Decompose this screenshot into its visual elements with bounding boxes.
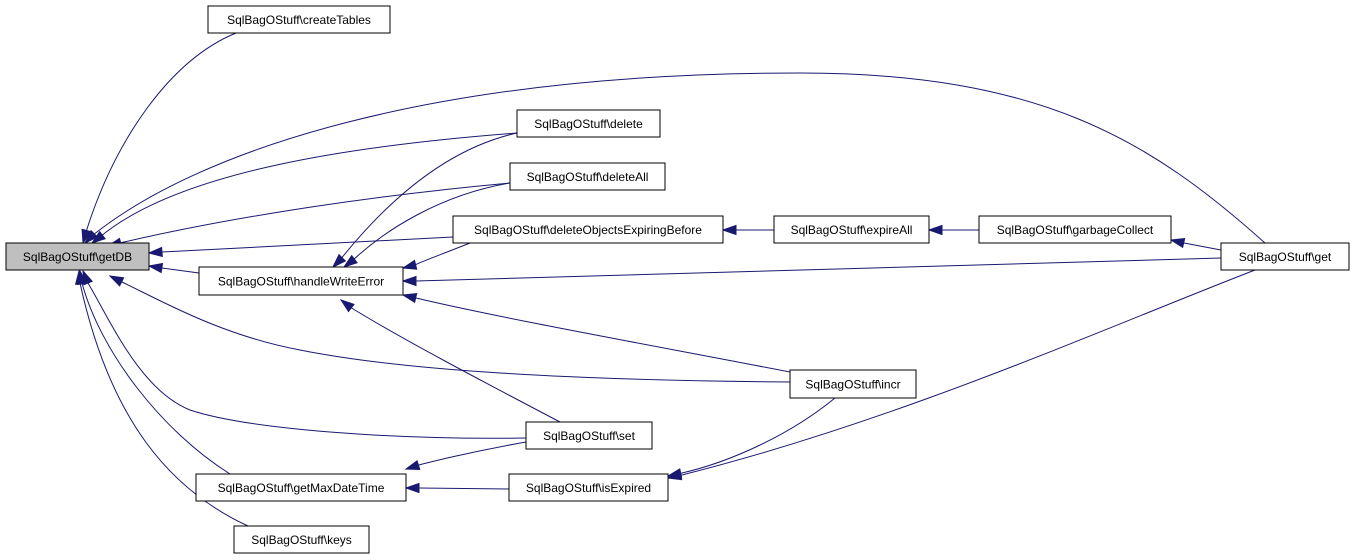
- edge-line: [1183, 242, 1222, 251]
- node-deleteAll[interactable]: SqlBagOStuff\deleteAll: [509, 162, 666, 191]
- node-handleWriteError[interactable]: SqlBagOStuff\handleWriteError: [198, 266, 404, 296]
- node-incr[interactable]: SqlBagOStuff\incr: [789, 369, 917, 399]
- arrow-head-icon: [404, 460, 421, 471]
- edge-line: [681, 269, 1256, 476]
- arrow-head-icon: [401, 259, 418, 270]
- edge-line: [161, 236, 454, 253]
- arrow-head-icon: [401, 292, 418, 304]
- node-set[interactable]: SqlBagOStuff\set: [525, 421, 653, 450]
- edge-get-to-isExpired: [666, 269, 1256, 481]
- node-label-isExpired: SqlBagOStuff\isExpired: [526, 481, 651, 495]
- arrow-head-icon: [81, 228, 92, 245]
- node-label-incr: SqlBagOStuff\incr: [805, 378, 900, 392]
- edge-get-to-handleWriteError: [401, 257, 1222, 287]
- node-createTables[interactable]: SqlBagOStuff\createTables: [207, 5, 391, 34]
- arrow-head-icon: [721, 224, 737, 236]
- node-garbageCollect[interactable]: SqlBagOStuff\garbageCollect: [978, 215, 1172, 244]
- edge-delete-to-handleWriteError: [331, 132, 518, 269]
- node-label-set: SqlBagOStuff\set: [543, 429, 636, 443]
- node-isExpired[interactable]: SqlBagOStuff\isExpired: [508, 473, 669, 502]
- edge-line: [349, 306, 561, 423]
- arrow-head-icon: [83, 229, 99, 245]
- edge-line: [85, 32, 237, 233]
- node-label-deleteAll: SqlBagOStuff\deleteAll: [527, 170, 649, 184]
- edge-line: [161, 267, 200, 274]
- edge-createTables-to-getDB: [81, 32, 237, 245]
- edge-line: [81, 282, 231, 475]
- arrow-head-icon: [331, 253, 347, 269]
- edge-line: [414, 242, 471, 266]
- arrow-head-icon: [108, 275, 125, 287]
- arrow-head-icon: [342, 254, 358, 268]
- node-expireAll[interactable]: SqlBagOStuff\expireAll: [773, 215, 930, 244]
- edge-incr-to-isExpired: [666, 397, 836, 479]
- node-delete[interactable]: SqlBagOStuff\delete: [516, 109, 661, 138]
- edge-line: [351, 182, 511, 262]
- edge-line: [681, 397, 836, 474]
- arrow-head-icon: [404, 482, 420, 494]
- node-label-expireAll: SqlBagOStuff\expireAll: [791, 223, 913, 237]
- edge-deleteAll-to-handleWriteError: [342, 182, 511, 268]
- arrow-head-icon: [666, 470, 683, 481]
- arrow-head-icon: [90, 230, 106, 244]
- node-label-getDB: SqlBagOStuff\getDB: [23, 250, 132, 264]
- node-label-delete: SqlBagOStuff\delete: [534, 117, 643, 131]
- node-getDB[interactable]: SqlBagOStuff\getDB: [5, 242, 150, 271]
- edge-garbageCollect-to-expireAll: [927, 224, 979, 236]
- edge-line: [121, 281, 791, 383]
- edge-incr-to-getDB: [108, 275, 791, 383]
- node-label-keys: SqlBagOStuff\keys: [251, 533, 352, 547]
- node-keys[interactable]: SqlBagOStuff\keys: [233, 525, 370, 554]
- node-label-handleWriteError: SqlBagOStuff\handleWriteError: [218, 275, 384, 289]
- arrow-head-icon: [927, 224, 943, 236]
- arrow-head-icon: [74, 269, 86, 285]
- arrow-head-icon: [339, 299, 355, 313]
- edge-line: [339, 132, 518, 261]
- edge-isExpired-to-getMaxDateTime: [404, 482, 510, 494]
- edge-line: [415, 297, 791, 373]
- node-label-garbageCollect: SqlBagOStuff\garbageCollect: [997, 223, 1154, 237]
- node-label-deleteObjectsExpiringBefore: SqlBagOStuff\deleteObjectsExpiringBefore: [474, 223, 702, 237]
- edge-handleWriteError-to-getDB: [147, 262, 200, 274]
- edge-expireAll-to-deleteObjectsExpiringBefore: [721, 224, 774, 236]
- edge-line: [418, 441, 527, 466]
- edges-layer: [74, 32, 1266, 527]
- edge-line: [92, 72, 1266, 244]
- edge-line: [415, 257, 1222, 282]
- node-label-createTables: SqlBagOStuff\createTables: [227, 13, 371, 27]
- edge-set-to-handleWriteError: [339, 299, 561, 423]
- node-get[interactable]: SqlBagOStuff\get: [1220, 242, 1350, 271]
- arrow-head-icon: [147, 262, 164, 274]
- edge-get-to-getDB: [83, 72, 1266, 245]
- edge-delete-to-getDB: [90, 132, 518, 244]
- edge-set-to-getMaxDateTime: [404, 441, 527, 471]
- edge-incr-to-handleWriteError: [401, 292, 791, 373]
- edge-line: [87, 282, 527, 439]
- node-getMaxDateTime[interactable]: SqlBagOStuff\getMaxDateTime: [195, 473, 407, 502]
- edge-deleteObjectsExpiringBefore-to-handleWriteError: [401, 242, 471, 270]
- node-label-getMaxDateTime: SqlBagOStuff\getMaxDateTime: [218, 481, 385, 495]
- edge-getMaxDateTime-to-getDB: [77, 269, 231, 475]
- edge-line: [418, 487, 510, 490]
- edge-line: [119, 182, 511, 244]
- edge-deleteObjectsExpiringBefore-to-getDB: [147, 236, 454, 258]
- nodes-layer: SqlBagOStuff\getDB SqlBagOStuff\createTa…: [5, 5, 1350, 554]
- node-label-get: SqlBagOStuff\get: [1239, 250, 1332, 264]
- edge-line: [79, 282, 249, 527]
- arrow-head-icon: [401, 275, 417, 287]
- edge-line: [99, 132, 518, 238]
- arrow-head-icon: [1169, 237, 1186, 249]
- arrow-head-icon: [147, 246, 163, 258]
- node-deleteObjectsExpiringBefore[interactable]: SqlBagOStuff\deleteObjectsExpiringBefore: [452, 215, 724, 244]
- edge-keys-to-getDB: [74, 269, 249, 527]
- edge-get-to-garbageCollect: [1169, 237, 1222, 251]
